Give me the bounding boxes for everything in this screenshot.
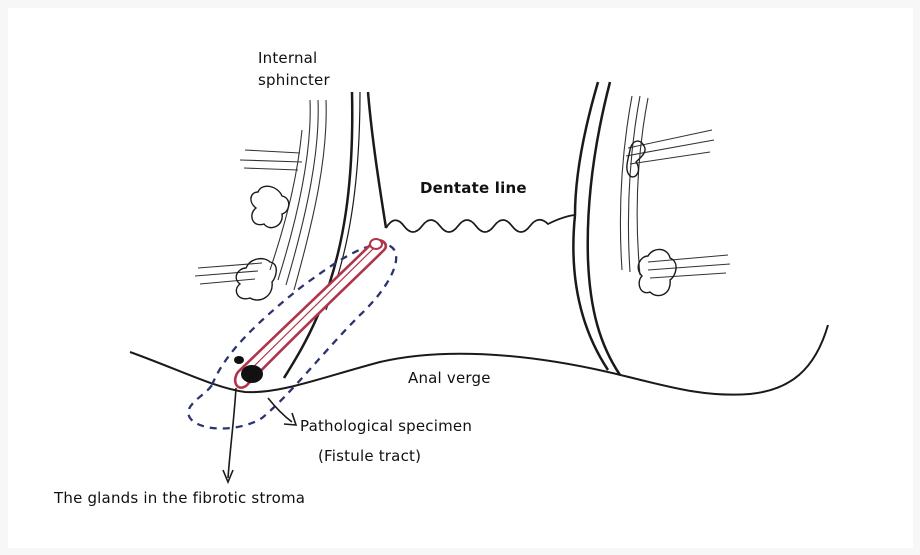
specimen-label-line2: (Fistule tract) — [318, 446, 421, 466]
internal-sphincter-label-line1: Internal — [258, 48, 317, 68]
internal-opening — [370, 239, 382, 249]
internal-sphincter-label-line2: sphincter — [258, 70, 330, 90]
paper-background — [8, 8, 913, 548]
specimen-label-line1: Pathological specimen — [300, 416, 472, 436]
gland-dot-small — [234, 356, 244, 364]
gland-dot-large — [241, 365, 263, 383]
glands-label: The glands in the fibrotic stroma — [54, 488, 305, 508]
dentate-line-label: Dentate line — [420, 178, 527, 198]
anal-verge-label: Anal verge — [408, 368, 491, 388]
